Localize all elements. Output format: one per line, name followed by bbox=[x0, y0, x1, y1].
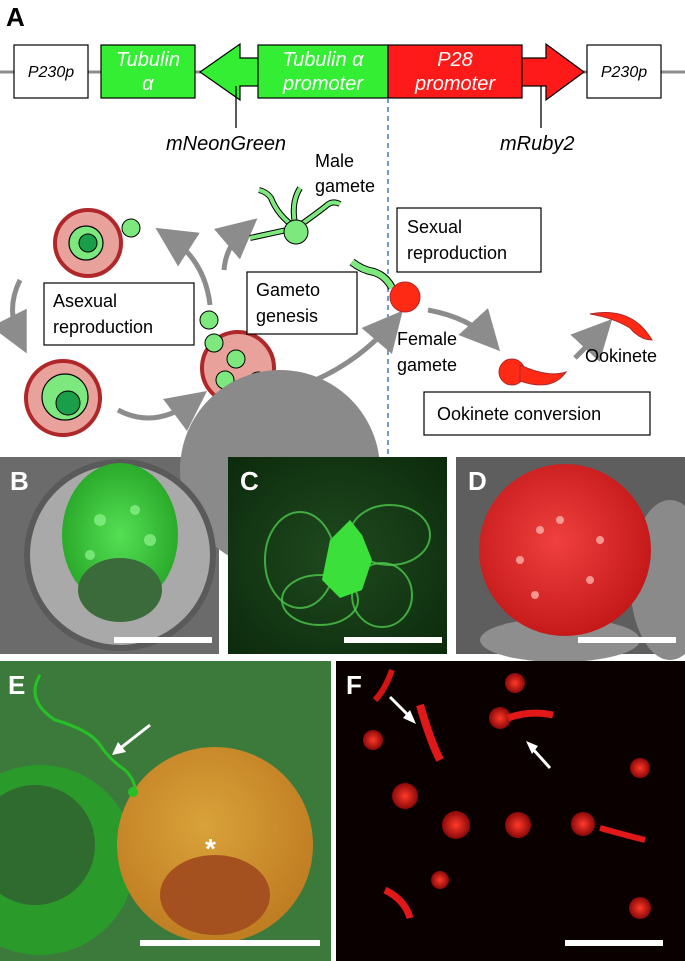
asexual-box bbox=[43, 282, 195, 346]
gametogenesis-label-1: Gameto bbox=[256, 280, 320, 300]
arrow-e-head bbox=[112, 742, 126, 755]
panel-d-letter: D bbox=[468, 466, 487, 496]
sexual-label-2: reproduction bbox=[407, 243, 507, 263]
tubulin-alpha-label-2: α bbox=[142, 73, 154, 95]
parasite-bottom-nucleus bbox=[55, 390, 81, 416]
p230p-left-label: P230p bbox=[28, 64, 74, 81]
zygote-arrow bbox=[427, 307, 501, 352]
panel-e: * E bbox=[0, 661, 331, 961]
sexual-label-1: Sexual bbox=[407, 217, 462, 237]
merozoite-6 bbox=[199, 310, 219, 330]
asexual-label-2: reproduction bbox=[53, 317, 153, 337]
scale-bar-c bbox=[344, 637, 442, 643]
arrow-f2-head bbox=[526, 741, 538, 754]
tubulin-alpha-box bbox=[100, 44, 196, 99]
male-gamete-flagellum-fill bbox=[350, 259, 395, 290]
asexual-arrow-left bbox=[0, 278, 27, 354]
panel-d: D bbox=[456, 457, 685, 662]
gametogenesis-arrow-up bbox=[213, 218, 258, 271]
panel-f-letter: F bbox=[346, 670, 362, 700]
panel-e-letter: E bbox=[8, 670, 25, 700]
merozoite-1 bbox=[204, 333, 224, 353]
ookinete-arrow bbox=[570, 319, 613, 362]
tubulin-promoter-box bbox=[257, 44, 389, 99]
female-gamete-label-1: Female bbox=[397, 329, 457, 349]
ookinete-conversion-label: Ookinete conversion bbox=[437, 404, 601, 424]
merozoite-2 bbox=[226, 349, 246, 369]
asexual-arrow-bottom bbox=[116, 391, 208, 431]
p230p-right-box bbox=[586, 44, 662, 99]
mruby2-arrow bbox=[521, 42, 586, 102]
p28-promoter-label-2: promoter bbox=[414, 73, 496, 95]
p28-promoter-box bbox=[387, 44, 523, 99]
p230p-right-label: P230p bbox=[601, 64, 647, 81]
parasite-top-nucleus bbox=[78, 233, 98, 253]
tubulin-alpha-label-1: Tubulin bbox=[116, 49, 180, 71]
p28-promoter-label-1: P28 bbox=[437, 49, 473, 71]
mneongreen-arrow bbox=[198, 42, 259, 102]
gametogenesis-box bbox=[246, 271, 358, 335]
retort-icon bbox=[498, 358, 568, 386]
ookinete-icon bbox=[589, 312, 653, 341]
panel-c: C bbox=[228, 457, 447, 654]
tubulin-promoter-label-1: Tubulin α bbox=[282, 49, 364, 71]
ookinete-label: Ookinete bbox=[585, 346, 657, 366]
sexual-box bbox=[396, 207, 542, 273]
flagellum-e bbox=[33, 674, 137, 791]
scale-bar-e bbox=[140, 940, 320, 946]
asexual-arrow-up bbox=[155, 227, 213, 306]
female-gamete-label-2: gamete bbox=[397, 355, 457, 375]
male-gamete-icon bbox=[249, 186, 342, 245]
arrow-f2 bbox=[530, 746, 552, 770]
female-gamete-icon bbox=[389, 281, 421, 313]
male-gamete-label-2: gamete bbox=[315, 176, 375, 196]
scale-bar-d bbox=[578, 637, 676, 643]
panel-f: F bbox=[336, 661, 685, 961]
panel-a-letter: A bbox=[6, 2, 25, 32]
p230p-left-box bbox=[13, 44, 89, 99]
merozoite-free bbox=[121, 218, 141, 238]
arrow-e bbox=[117, 723, 151, 752]
asexual-label-1: Asexual bbox=[53, 291, 117, 311]
male-gamete-label-1: Male bbox=[315, 151, 354, 171]
scale-bar-b bbox=[114, 637, 212, 643]
tubulin-promoter-label-2: promoter bbox=[282, 73, 364, 95]
scale-bar-f bbox=[565, 940, 663, 946]
panel-b-letter: B bbox=[10, 466, 29, 496]
arrow-f1-head bbox=[403, 710, 416, 724]
mruby2-label: mRuby2 bbox=[500, 133, 574, 155]
panel-c-letter: C bbox=[240, 466, 259, 496]
asterisk-e: * bbox=[205, 833, 216, 864]
gametogenesis-label-2: genesis bbox=[256, 306, 318, 326]
mneongreen-label: mNeonGreen bbox=[166, 133, 286, 155]
arrow-f1 bbox=[388, 695, 412, 719]
ookinete-conversion-box bbox=[423, 391, 651, 436]
